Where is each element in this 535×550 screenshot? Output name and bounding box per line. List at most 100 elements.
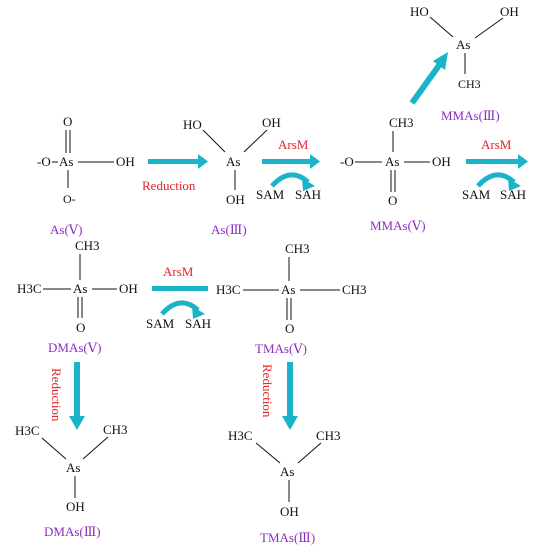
dmas3-label: DMAs(Ⅲ) — [44, 524, 101, 539]
dmas3-ch3: CH3 — [103, 422, 128, 437]
as5-o-left: -O — [37, 154, 51, 169]
dmas3-as: As — [66, 460, 80, 475]
reduction-step-2: Reduction — [49, 362, 85, 430]
cofactor-arc — [160, 300, 200, 316]
as3-bond-ho — [202, 129, 226, 153]
mmas3-ch3: CH3 — [458, 77, 481, 91]
molecule-tmas3: H3C CH3 As OH TMAs(Ⅲ) — [228, 428, 341, 545]
mmas5-as: As — [385, 154, 399, 169]
arrow-head — [69, 416, 85, 430]
tmas5-h3c: H3C — [216, 282, 241, 297]
dmas5-h3c: H3C — [17, 281, 42, 296]
arrow-head — [310, 154, 320, 169]
reduction-step-3: Reduction — [260, 362, 298, 430]
as3-as: As — [226, 154, 240, 169]
sam-label-2: SAM — [462, 187, 491, 202]
sah-label-2: SAH — [500, 187, 526, 202]
tmas3-bond-right — [297, 442, 322, 464]
tmas3-oh: OH — [280, 504, 299, 519]
molecule-as5: O -O As OH O- As(Ⅴ) — [37, 114, 135, 237]
tmas5-ch3-right: CH3 — [342, 282, 367, 297]
arrow-shaft — [287, 362, 293, 418]
as5-label: As(Ⅴ) — [50, 222, 83, 237]
arsm-label-1: ArsM — [278, 137, 309, 152]
as3-oh-top: OH — [262, 115, 281, 130]
tmas3-as: As — [280, 464, 294, 479]
tmas5-o-bottom: O — [285, 321, 294, 336]
arsm-step-2: ArsM SAM SAH — [462, 137, 528, 202]
molecule-mmas5: CH3 -O As OH O MMAs(Ⅴ) — [340, 115, 451, 233]
tmas3-bond-left — [255, 442, 281, 464]
dmas3-bond-right — [82, 436, 109, 460]
mmas3-label: MMAs(Ⅲ) — [441, 108, 500, 123]
tmas3-label: TMAs(Ⅲ) — [260, 530, 315, 545]
sah-label-1: SAH — [295, 187, 321, 202]
dmas5-as: As — [73, 281, 87, 296]
arsm-step-1: ArsM SAM SAH — [256, 137, 321, 202]
cofactor-arc-head — [302, 178, 315, 191]
tmas5-as: As — [281, 282, 295, 297]
tmas3-ch3: CH3 — [316, 428, 341, 443]
mmas5-label: MMAs(Ⅴ) — [370, 218, 426, 233]
mmas3-bond-oh — [474, 17, 504, 39]
as3-ho: HO — [183, 117, 202, 132]
arrow-shaft — [74, 362, 80, 418]
mmas3-as: As — [456, 37, 470, 52]
dmas5-oh: OH — [119, 281, 138, 296]
arrow-shaft — [466, 159, 520, 164]
cofactor-arc — [476, 172, 516, 188]
arrow-head — [198, 154, 208, 169]
arrow-shaft — [152, 286, 208, 291]
mmas5-oh: OH — [432, 154, 451, 169]
reduction-label-1: Reduction — [142, 178, 196, 193]
dmas3-bond-left — [41, 437, 67, 460]
dmas3-h3c: H3C — [15, 423, 40, 438]
molecule-dmas3: H3C CH3 As OH DMAs(Ⅲ) — [15, 422, 128, 539]
mmas3-bond-ho — [429, 16, 454, 38]
cofactor-arc — [270, 172, 310, 188]
arrow-head — [282, 416, 298, 430]
dmas3-oh: OH — [66, 499, 85, 514]
mmas5-o-left: -O — [340, 154, 354, 169]
dmas5-o-bottom: O — [76, 320, 85, 335]
cofactor-arc-head — [192, 306, 205, 319]
reduction-label-3: Reduction — [260, 364, 275, 418]
reduction-label-2: Reduction — [49, 368, 64, 422]
as5-as: As — [59, 154, 73, 169]
as3-oh-bottom: OH — [226, 192, 245, 207]
tmas5-ch3-top: CH3 — [285, 241, 310, 256]
reduction-to-mmas3 — [409, 52, 448, 105]
arsm-step-3: ArsM SAM SAH — [146, 264, 211, 331]
arrow-shaft — [148, 159, 200, 164]
molecule-dmas5: CH3 H3C As OH O DMAs(Ⅴ) — [17, 238, 138, 355]
molecule-mmas3: HO OH As CH3 MMAs(Ⅲ) — [410, 4, 519, 123]
cofactor-arc-head — [508, 178, 521, 191]
as3-bond-oh — [243, 129, 268, 153]
molecule-as3: HO OH As OH As(Ⅲ) — [183, 115, 281, 237]
sah-label-3: SAH — [185, 316, 211, 331]
mmas5-ch3: CH3 — [389, 115, 414, 130]
mmas3-oh: OH — [500, 4, 519, 19]
arsm-label-2: ArsM — [481, 137, 512, 152]
dmas5-label: DMAs(Ⅴ) — [48, 340, 101, 355]
arsm-label-3: ArsM — [163, 264, 194, 279]
arrow-shaft — [409, 62, 443, 105]
as5-o-top: O — [63, 114, 72, 129]
tmas5-label: TMAs(Ⅴ) — [255, 341, 307, 356]
tmas3-h3c: H3C — [228, 428, 253, 443]
as5-oh: OH — [116, 154, 135, 169]
reduction-step-1: Reduction — [142, 154, 208, 193]
sam-label-1: SAM — [256, 187, 285, 202]
dmas5-ch3: CH3 — [75, 238, 100, 253]
arrow-shaft — [262, 159, 312, 164]
as3-label: As(Ⅲ) — [211, 222, 247, 237]
mmas3-ho: HO — [410, 4, 429, 19]
arrow-head — [518, 154, 528, 169]
as5-o-bottom: O- — [63, 192, 76, 206]
mmas5-o-bottom: O — [388, 193, 397, 208]
sam-label-3: SAM — [146, 316, 175, 331]
molecule-tmas5: CH3 H3C As CH3 O TMAs(Ⅴ) — [216, 241, 367, 356]
arrow-head — [433, 52, 448, 70]
